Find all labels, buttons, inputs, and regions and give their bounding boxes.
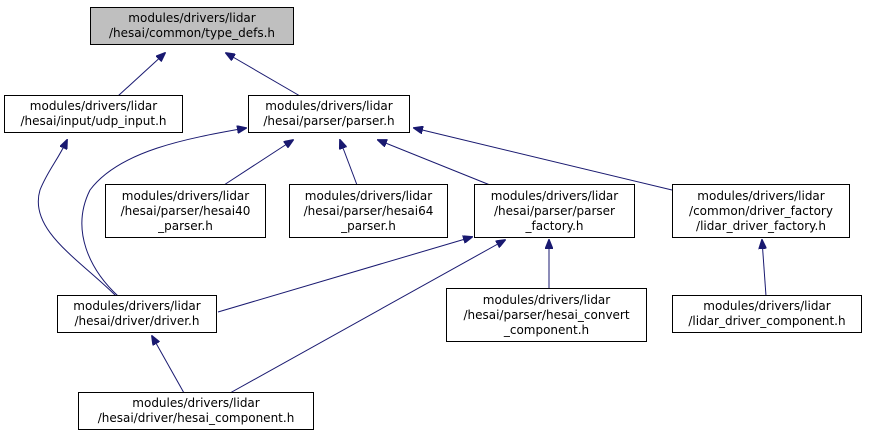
edge-n9-to-n6 <box>762 240 766 297</box>
node-label-line: /hesai/parser/hesai_convert <box>463 307 630 322</box>
node-label-line: /hesai/parser/hesai40 <box>120 203 251 218</box>
node-label-line: modules/drivers/lidar <box>132 396 260 410</box>
graph-node[interactable]: modules/drivers/lidar/hesai/driver/drive… <box>57 295 217 333</box>
graph-node[interactable]: modules/drivers/lidar/common/driver_fact… <box>672 184 850 238</box>
edge-n10-to-n7 <box>152 336 185 394</box>
graph-node[interactable]: modules/drivers/lidar/hesai/parser/hesai… <box>446 288 647 342</box>
node-label-line: /hesai/parser/hesai64 <box>303 203 434 218</box>
edge-n7-to-n5 <box>217 237 472 313</box>
node-label-line: _component.h <box>503 322 590 337</box>
node-label-line: modules/drivers/lidar <box>703 299 831 313</box>
node-label-line: /common/driver_factory <box>689 203 833 218</box>
node-label-line: _factory.h <box>525 218 584 233</box>
graph-node[interactable]: modules/drivers/lidar/hesai/parser/hesai… <box>289 184 448 238</box>
node-label-line: modules/drivers/lidar <box>482 292 611 307</box>
edge-n3-to-n2 <box>223 140 293 186</box>
graph-root-node: modules/drivers/lidar/hesai/common/type_… <box>90 7 294 45</box>
node-label-line: /hesai/common/type_defs.h <box>108 26 276 40</box>
edge-n2-to-n0 <box>226 53 301 97</box>
node-label-line: /hesai/input/udp_input.h <box>20 114 167 128</box>
node-label-line: modules/drivers/lidar <box>121 188 250 203</box>
node-label-line: modules/drivers/lidar <box>304 188 433 203</box>
graph-node[interactable]: modules/drivers/lidar/hesai/driver/hesai… <box>78 392 314 430</box>
graph-node[interactable]: modules/drivers/lidar/hesai/input/udp_in… <box>4 95 183 133</box>
node-label-line: /hesai/parser/parser <box>493 203 615 218</box>
node-label-line: /hesai/parser/parser.h <box>263 114 395 128</box>
node-label-line: /hesai/driver/driver.h <box>74 314 200 328</box>
node-label-line: modules/drivers/lidar <box>29 99 158 113</box>
edge-n7-to-n2 <box>81 128 246 297</box>
node-label-line: /lidar_driver_component.h <box>688 314 846 328</box>
graph-node[interactable]: modules/drivers/lidar/hesai/parser/parse… <box>474 184 635 238</box>
edge-n10-to-n5 <box>229 240 505 394</box>
edge-n5-to-n2 <box>378 140 491 186</box>
node-label-line: modules/drivers/lidar <box>697 188 825 203</box>
edge-n4-to-n2 <box>340 140 358 186</box>
edge-n1-to-n0 <box>117 53 165 97</box>
node-label-line: modules/drivers/lidar <box>73 299 201 313</box>
node-label-line: modules/drivers/lidar <box>265 99 393 113</box>
node-label-line: /lidar_driver_factory.h <box>696 218 826 233</box>
node-label-line: modules/drivers/lidar <box>490 188 619 203</box>
node-label-line: _parser.h <box>341 218 396 233</box>
graph-node[interactable]: modules/drivers/lidar/hesai/parser/parse… <box>248 95 410 133</box>
edge-n6-to-n2 <box>414 128 673 191</box>
graph-node[interactable]: modules/drivers/lidar/hesai/parser/hesai… <box>105 184 266 238</box>
node-label-line: _parser.h <box>158 218 213 233</box>
graph-node[interactable]: modules/drivers/lidar/lidar_driver_compo… <box>672 295 862 333</box>
node-label-line: /hesai/driver/hesai_component.h <box>97 411 295 425</box>
edge-n7-to-n1 <box>37 140 117 297</box>
node-label-line: modules/drivers/lidar <box>128 11 256 25</box>
